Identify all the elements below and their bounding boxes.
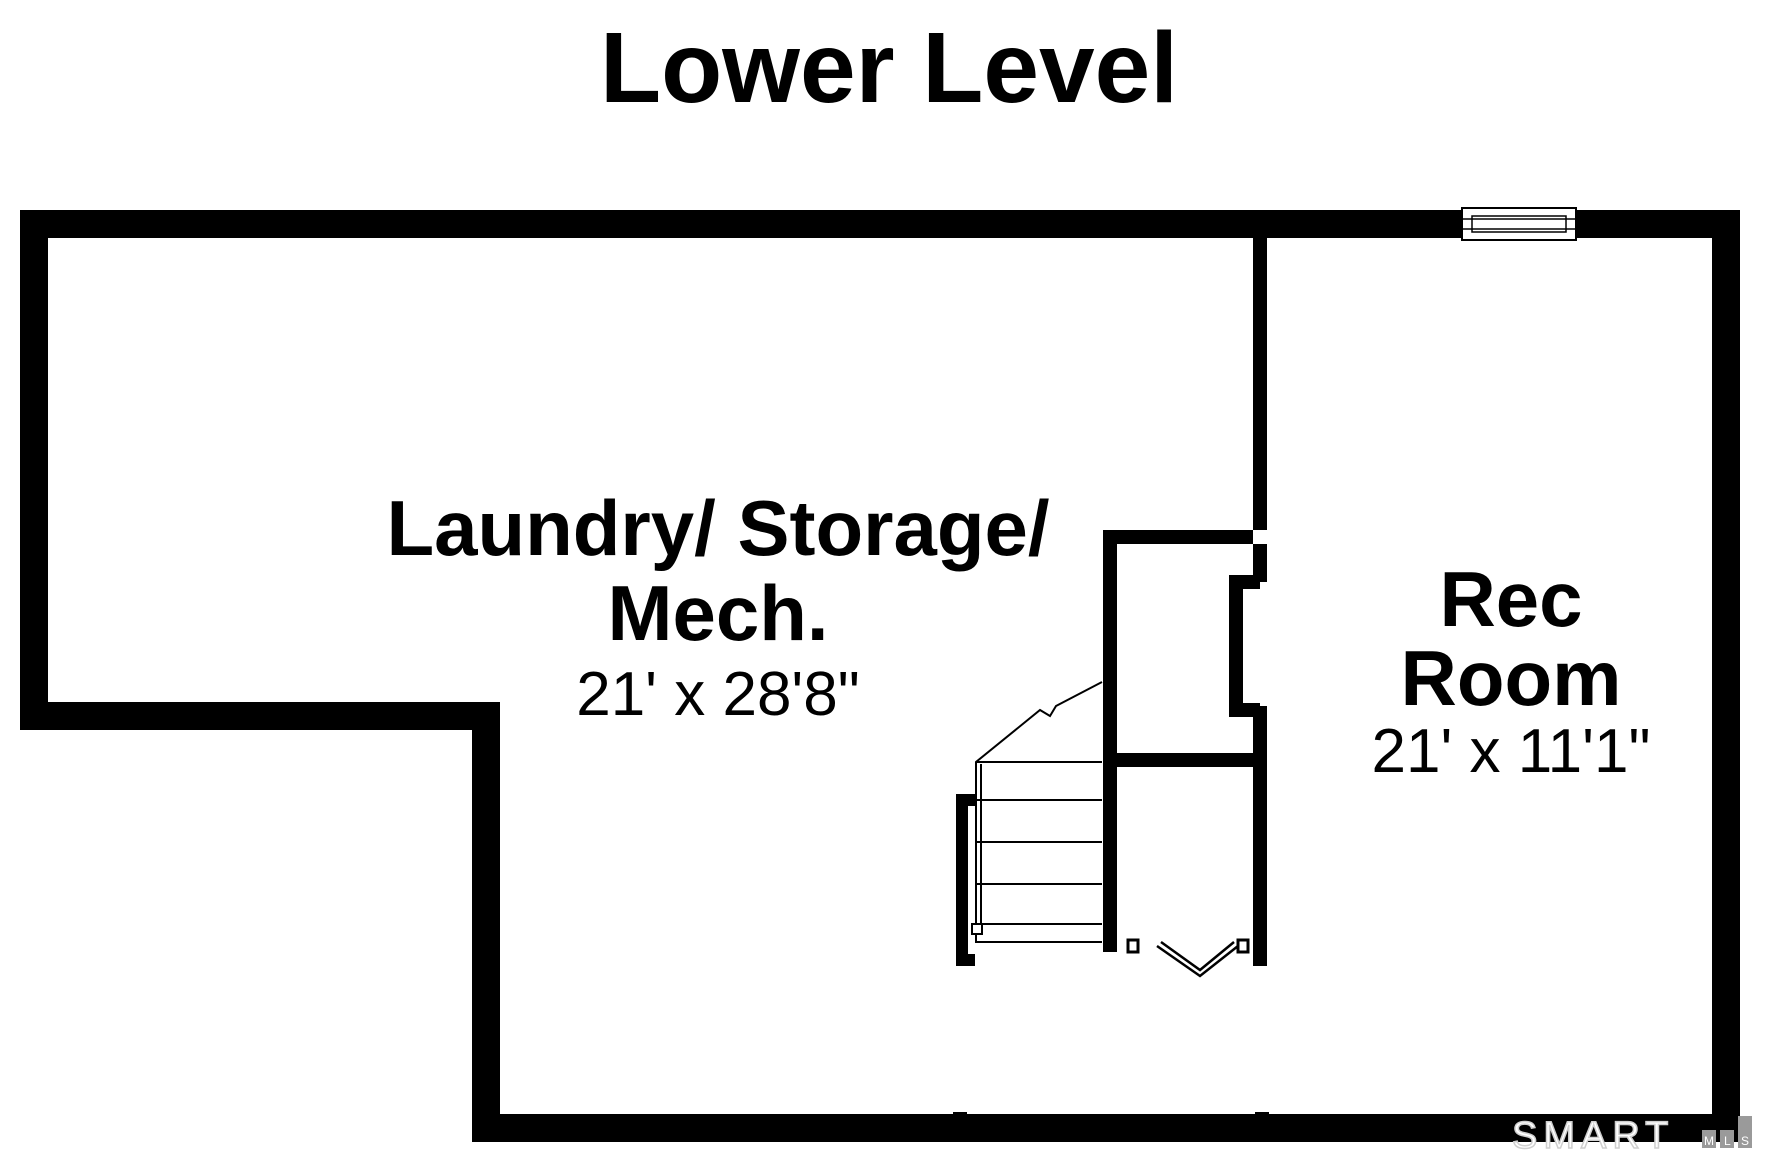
bifold-door [1156, 940, 1239, 978]
room-dimensions: 21' x 11'1" [1372, 717, 1651, 786]
closet-door-stop-right [1236, 938, 1250, 954]
room-label-rec-room: Rec Room 21' x 11'1" [1372, 555, 1651, 786]
room-dimensions: 21' x 28'8" [576, 660, 860, 729]
closet-door-stop-left [1126, 938, 1140, 954]
floor-title: Lower Level [600, 12, 1178, 124]
staircase [971, 681, 1103, 943]
room-name-line: Mech. [607, 569, 828, 657]
closet-block [1103, 530, 1260, 952]
logo-box-letter: S [1741, 1134, 1749, 1148]
window [1461, 207, 1577, 241]
logo-box-letter: L [1724, 1134, 1731, 1148]
stair-half-wall [956, 794, 975, 966]
logo-box-letter: M [1704, 1134, 1714, 1148]
room-label-laundry: Laundry/ Storage/ Mech. 21' x 28'8" [386, 484, 1049, 729]
room-name-line: Laundry/ Storage/ [386, 484, 1049, 572]
logo-wordmark: SMART [1512, 1115, 1674, 1157]
room-name-line: Rec [1439, 555, 1582, 643]
smartmls-logo: SMART M L S [1511, 1114, 1752, 1158]
exterior-wall [20, 210, 1740, 1142]
room-name-line: Room [1401, 634, 1622, 722]
